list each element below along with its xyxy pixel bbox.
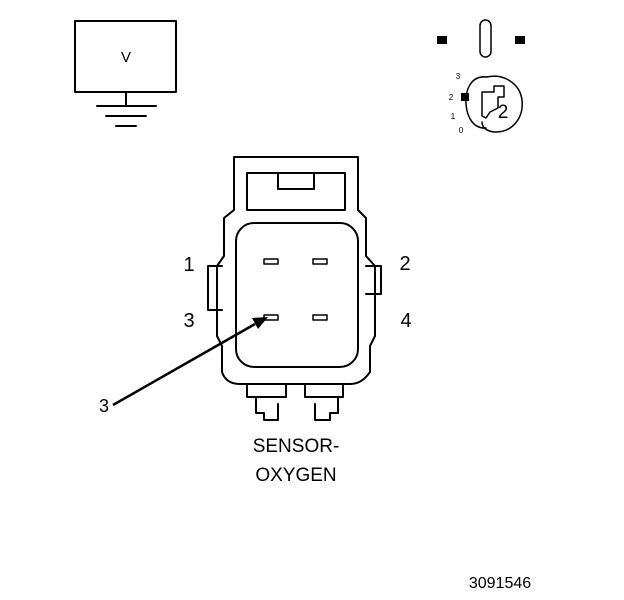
- indicator-left-icon: [437, 36, 447, 44]
- connector-cavity: [235, 222, 359, 368]
- callout-number: 3: [99, 396, 109, 416]
- connector-housing: [216, 156, 376, 385]
- key-position-2: 2: [449, 93, 454, 102]
- key-position-marker: [461, 93, 469, 101]
- ground-icon: [96, 91, 157, 127]
- right-side-latch: [365, 265, 382, 295]
- key-position-1: 1: [451, 112, 456, 121]
- pin-2-terminal: [312, 258, 328, 265]
- pin-1-terminal: [263, 258, 279, 265]
- key-cylinder-icon: [461, 75, 523, 133]
- voltmeter-label: V: [121, 49, 131, 66]
- locking-tab: [246, 172, 346, 211]
- key-position-0: 0: [459, 126, 464, 135]
- pin-4-label: 4: [400, 310, 411, 332]
- indicator-right-icon: [515, 36, 525, 44]
- component-name-line1: SENSOR-: [253, 436, 340, 457]
- ignition-switch-icon: 3 2 1 0 2: [437, 19, 525, 135]
- callout-arrow: [112, 317, 268, 407]
- key-slot-icon: [479, 19, 492, 58]
- key-position-3: 3: [456, 72, 461, 81]
- wire-leads: [246, 383, 344, 421]
- figure-id: 3091546: [469, 575, 531, 592]
- key-selected-position: 2: [498, 102, 509, 123]
- voltmeter-icon: V: [74, 20, 177, 127]
- pin-3-label: 3: [183, 310, 194, 332]
- oxygen-sensor-connector: 1 2 3 4: [183, 156, 412, 421]
- pin-2-label: 2: [399, 253, 410, 275]
- pin-1-label: 1: [183, 254, 194, 276]
- pin-4-terminal: [312, 314, 328, 321]
- left-side-latch: [207, 265, 223, 311]
- component-name-line2: OXYGEN: [255, 465, 336, 486]
